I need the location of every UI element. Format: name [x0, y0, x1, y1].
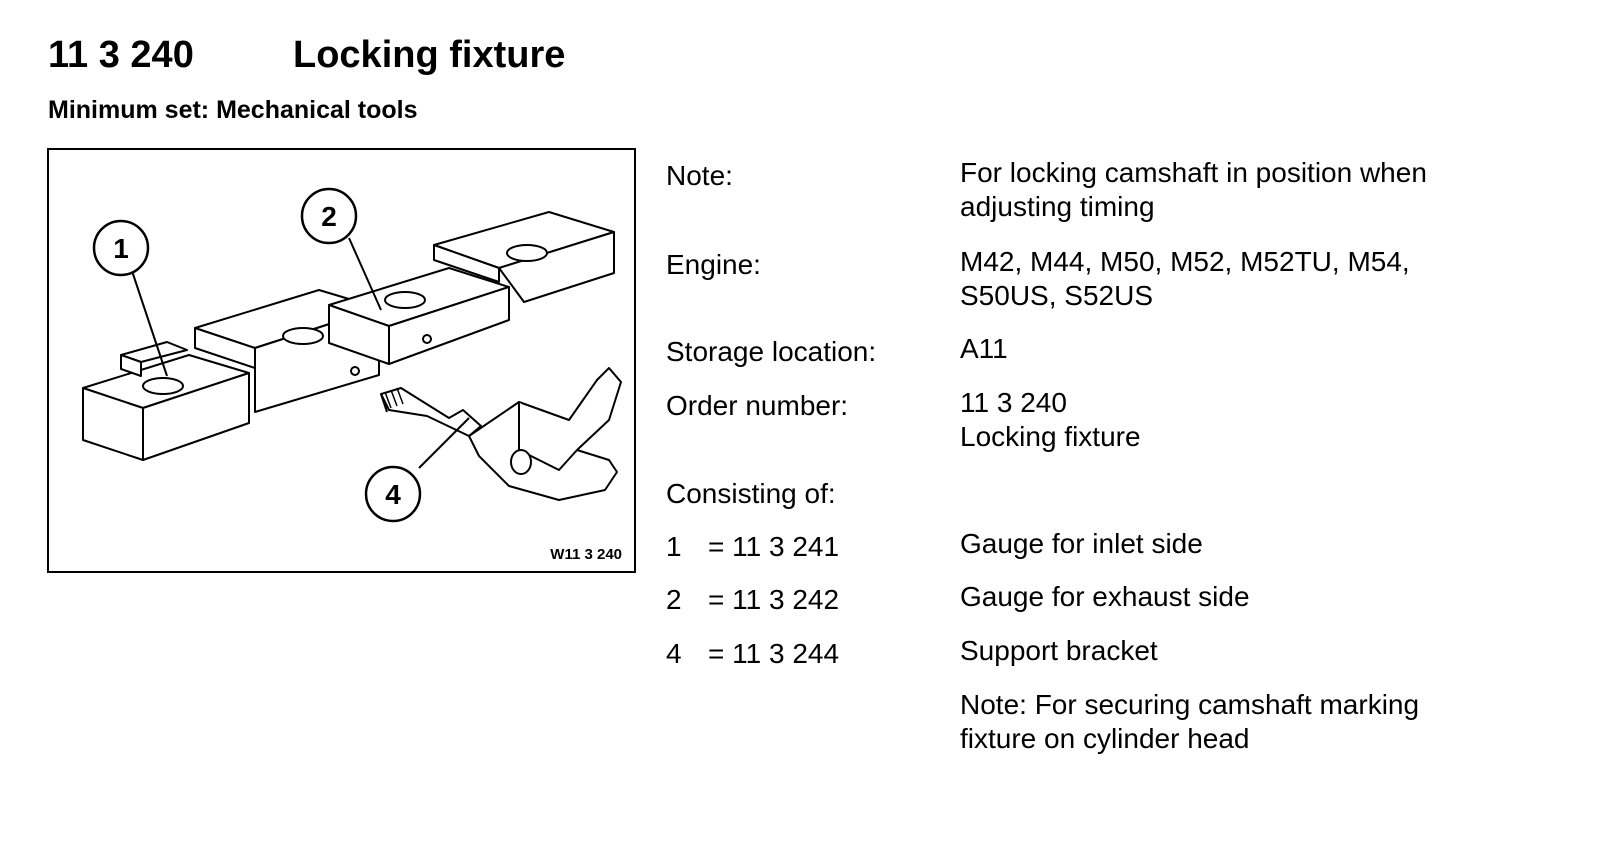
component-number: 4 — [666, 638, 682, 669]
tool-illustration: 1 2 4 W11 3 240 — [47, 148, 636, 573]
component-number: 2 — [666, 584, 682, 615]
component-code: = 11 3 244 — [708, 638, 840, 669]
engine-label: Engine: — [666, 249, 761, 280]
component-code: = 11 3 241 — [708, 531, 840, 562]
footnote: Note: For securing camshaft marking fixt… — [960, 689, 1420, 754]
callout-4-circle — [364, 465, 422, 523]
part-number: 11 3 240 — [48, 34, 194, 76]
page-title: 11 3 240 Locking fixture — [48, 34, 565, 77]
component-description: Support bracket — [960, 635, 1158, 666]
support-bracket-pin — [380, 387, 482, 437]
page-subtitle: Minimum set: Mechanical tools — [48, 96, 418, 124]
locking-fixture-drawing: 1 2 4 — [82, 187, 622, 523]
order-number-label: Order number: — [666, 390, 849, 421]
storage-location-label: Storage location: — [666, 336, 877, 367]
callout-2: 2 — [321, 201, 337, 232]
note-label: Note: — [666, 160, 733, 191]
component-code: = 11 3 242 — [708, 584, 840, 615]
gauge-2-side — [388, 286, 510, 365]
tool-name: Locking fixture — [293, 34, 566, 76]
component-description: Gauge for exhaust side — [960, 581, 1250, 612]
callout-1-circle — [92, 219, 150, 277]
gauge-1-side — [142, 372, 250, 461]
order-number-value: 11 3 240 Locking fixture — [960, 387, 1141, 452]
figure-code: W11 3 240 — [550, 546, 622, 563]
consisting-of-label: Consisting of: — [666, 478, 836, 509]
callout-4: 4 — [385, 479, 401, 510]
storage-location-value: A11 — [960, 333, 1008, 364]
component-number: 1 — [666, 531, 682, 562]
callout-2-circle — [300, 187, 358, 245]
callout-1: 1 — [113, 233, 129, 264]
component-description: Gauge for inlet side — [960, 528, 1203, 559]
note-value: For locking camshaft in position when ad… — [960, 157, 1427, 222]
engine-value: M42, M44, M50, M52, M52TU, M54, S50US, S… — [960, 246, 1410, 311]
